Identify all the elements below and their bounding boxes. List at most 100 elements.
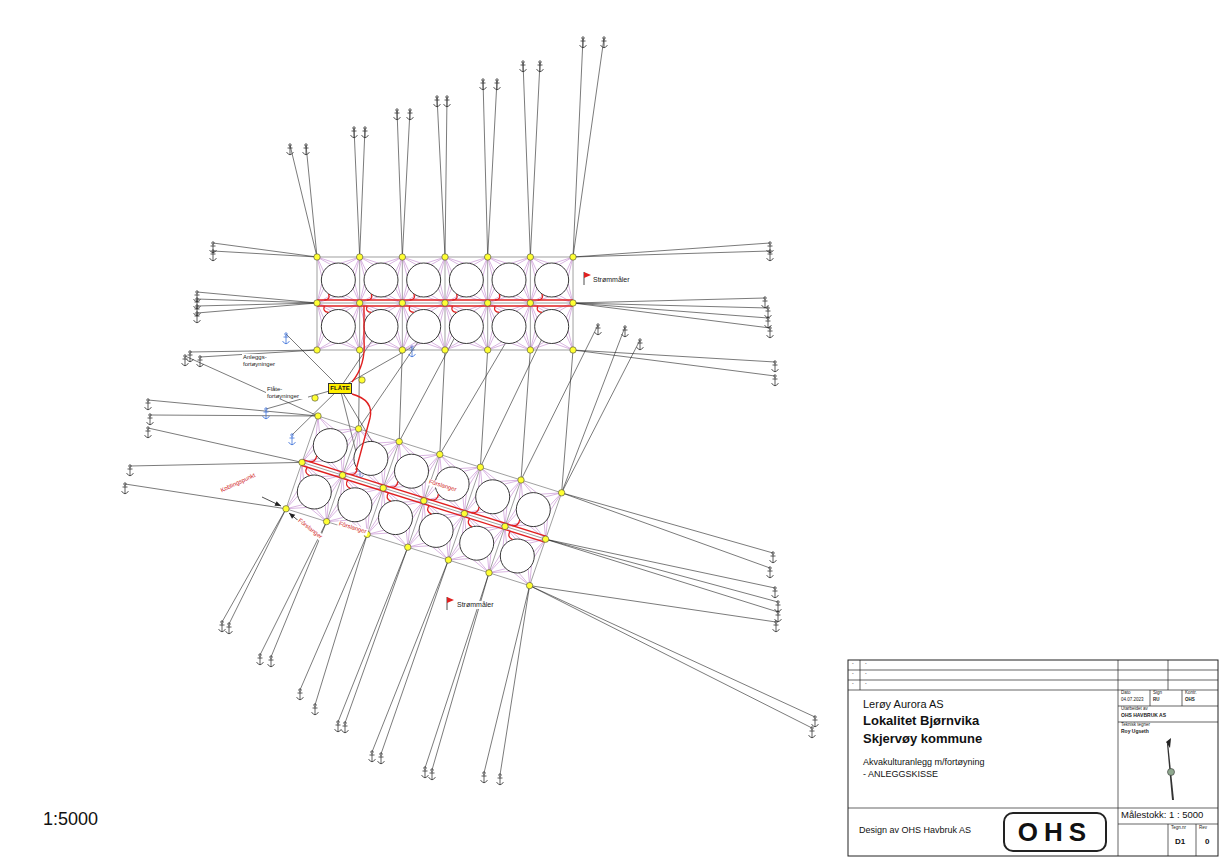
coupling-plate bbox=[486, 570, 492, 576]
mooring-line bbox=[521, 325, 598, 480]
feed-pipe bbox=[387, 493, 391, 501]
mooring-line bbox=[573, 303, 768, 318]
anchor-symbol bbox=[422, 767, 429, 778]
anchor-body bbox=[480, 81, 487, 90]
mooring-line bbox=[562, 350, 573, 493]
mooring-line bbox=[340, 347, 412, 388]
net-pen bbox=[535, 310, 569, 344]
anchor-ring bbox=[499, 774, 501, 776]
anchor-body bbox=[772, 377, 779, 386]
anchor-symbol bbox=[127, 465, 134, 476]
anchor-ring bbox=[814, 716, 816, 718]
coupling-plate bbox=[396, 438, 402, 444]
node-text: OHS bbox=[1018, 818, 1092, 847]
feed-pipe bbox=[512, 520, 520, 526]
feed-pipe bbox=[495, 306, 500, 312]
anchor-symbol bbox=[481, 772, 488, 783]
title-block-rule bbox=[1182, 690, 1183, 706]
anchor-body bbox=[481, 774, 488, 783]
net-pen bbox=[321, 310, 355, 344]
anchor-body bbox=[210, 252, 217, 261]
mooring-line bbox=[546, 539, 778, 612]
coupling-plate bbox=[527, 254, 533, 260]
coupling-plate bbox=[558, 490, 564, 496]
anchor-body bbox=[335, 723, 342, 732]
title-block-rule bbox=[860, 660, 861, 690]
anchor-symbol bbox=[226, 623, 233, 634]
anchor-ring bbox=[775, 621, 777, 623]
mooring-line bbox=[562, 493, 773, 553]
feed-pipe bbox=[324, 294, 329, 300]
anchor-ring bbox=[446, 96, 448, 98]
net-pen bbox=[338, 488, 372, 522]
feed-pipe bbox=[428, 506, 432, 514]
label: Dato bbox=[1120, 691, 1132, 696]
mooring-line bbox=[440, 350, 445, 454]
anchor-symbol bbox=[182, 355, 189, 366]
flag bbox=[584, 272, 591, 278]
mooring-line bbox=[573, 243, 770, 257]
anchor-symbol bbox=[429, 769, 436, 780]
anchor-ring bbox=[431, 769, 433, 771]
coupling-plate bbox=[312, 395, 318, 401]
anchor-body bbox=[809, 729, 816, 738]
anchor-body bbox=[422, 769, 429, 778]
anchor-body bbox=[369, 753, 376, 762]
mooring-line bbox=[399, 350, 402, 442]
anchor-ring bbox=[337, 721, 339, 723]
net-pen bbox=[407, 310, 441, 344]
anchor-body bbox=[429, 771, 436, 780]
anchor-body bbox=[409, 348, 416, 357]
mooring-line bbox=[562, 340, 640, 493]
mooring-line bbox=[530, 62, 540, 257]
mooring-line bbox=[523, 62, 530, 257]
net-pen bbox=[395, 454, 429, 488]
feed-pipe bbox=[452, 306, 457, 312]
anchor-ring bbox=[259, 654, 261, 656]
coupling-plate bbox=[355, 426, 361, 432]
coupling-plate bbox=[314, 300, 320, 306]
arrow-head bbox=[275, 501, 281, 506]
label: Lerøy Aurora AS bbox=[862, 698, 945, 710]
mooring-line bbox=[562, 327, 625, 493]
net-pen bbox=[449, 310, 483, 344]
label: Skjervøy kommune bbox=[862, 732, 983, 746]
mooring-line bbox=[573, 350, 775, 362]
anchor-body bbox=[263, 410, 270, 419]
feed-pipe bbox=[452, 294, 457, 300]
net-pen bbox=[476, 480, 510, 514]
anchor-symbol bbox=[268, 656, 275, 667]
north-arrow bbox=[1167, 742, 1174, 800]
arrow-head bbox=[289, 513, 295, 519]
north-arrow-hub bbox=[1168, 769, 1175, 776]
anchor-body bbox=[210, 244, 217, 253]
mooring-line bbox=[197, 303, 317, 313]
label: Rev bbox=[1198, 826, 1208, 831]
label: Strømmåler bbox=[456, 601, 495, 609]
anchor-symbol bbox=[263, 408, 270, 419]
anchor-symbol bbox=[434, 96, 441, 107]
mooring-line bbox=[500, 586, 530, 775]
anchor-ring bbox=[149, 414, 151, 416]
anchor-symbol bbox=[289, 434, 296, 445]
anchor-symbol bbox=[145, 427, 152, 438]
anchor-symbol bbox=[601, 37, 608, 48]
coupling-plate bbox=[380, 485, 386, 491]
anchor-symbol bbox=[775, 601, 782, 612]
anchor-body bbox=[767, 569, 774, 578]
anchor-body bbox=[394, 111, 401, 120]
coupling-plate bbox=[315, 413, 321, 419]
net-pen bbox=[419, 513, 453, 547]
feed-pipe bbox=[303, 460, 547, 537]
mooring-line bbox=[530, 586, 815, 717]
feed-pipe bbox=[509, 531, 513, 539]
anchor-body bbox=[537, 63, 544, 72]
mooring-line bbox=[229, 509, 286, 624]
anchor-body bbox=[812, 718, 819, 727]
coupling-plate bbox=[484, 300, 490, 306]
anchor-symbol bbox=[765, 317, 772, 328]
anchor-ring bbox=[811, 727, 813, 729]
anchor-body bbox=[219, 623, 226, 632]
feed-pipe bbox=[306, 467, 310, 475]
feed-pipe bbox=[390, 481, 398, 487]
